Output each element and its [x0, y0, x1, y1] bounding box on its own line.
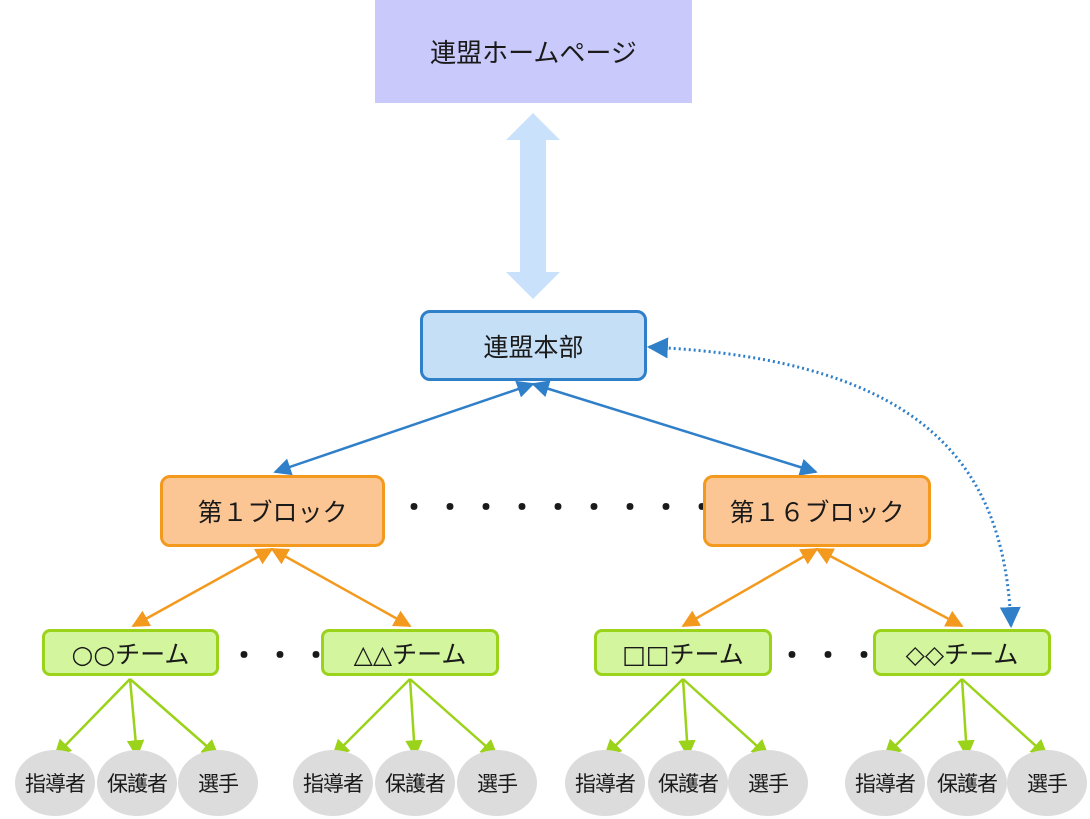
headquarters-node: 連盟本部 [420, 310, 647, 381]
block1-team2-arrow [270, 547, 412, 628]
member-node: 指導者 [565, 750, 645, 816]
headquarters-label: 連盟本部 [483, 332, 584, 362]
block-16-node: 第１６ブロック [703, 475, 931, 547]
homepage-node: 連盟ホームページ [375, 0, 692, 103]
hq-block1-arrow [273, 380, 535, 476]
homepage-hq-double-arrow [506, 113, 560, 299]
block16-team3-arrow [681, 547, 819, 628]
block-16-label: 第１６ブロック [729, 498, 905, 527]
hq-team4-dotted-arrow [646, 337, 1021, 629]
team4-member1-arrow [883, 678, 963, 758]
team3-member2-arrow [678, 678, 696, 758]
team-1-label: ○○チーム [71, 639, 190, 669]
team4-member2-arrow [957, 678, 975, 758]
team-3-node: □□チーム [594, 629, 772, 676]
member-node: 保護者 [648, 750, 728, 816]
member-node: 選手 [178, 750, 258, 816]
block-1-label: 第１ブロック [197, 498, 348, 527]
team-2-node: △△チーム [321, 629, 499, 676]
team-2-label: △△チーム [353, 639, 467, 669]
member-node: 保護者 [97, 750, 177, 816]
member-node: 保護者 [375, 750, 455, 816]
team1-member1-arrow [53, 678, 131, 758]
team3-member3-arrow [682, 678, 770, 758]
block-1-node: 第１ブロック [160, 475, 385, 547]
team1-member3-arrow [129, 678, 220, 758]
member-node: 選手 [1007, 750, 1087, 816]
homepage-label: 連盟ホームページ [430, 39, 637, 69]
member-node: 指導者 [293, 750, 373, 816]
team-4-label: ◇◇チーム [905, 639, 1019, 669]
team-4-node: ◇◇チーム [873, 629, 1051, 676]
team-1-node: ○○チーム [42, 629, 219, 676]
member-node: 指導者 [845, 750, 925, 816]
team4-member3-arrow [961, 678, 1049, 758]
team2-member3-arrow [409, 678, 499, 758]
member-node: 指導者 [15, 750, 95, 816]
team-3-label: □□チーム [622, 639, 744, 669]
hq-block16-arrow [531, 380, 818, 476]
block16-team4-arrow [815, 547, 964, 628]
team2-member1-arrow [331, 678, 411, 758]
member-node: 選手 [457, 750, 537, 816]
member-node: 選手 [728, 750, 808, 816]
block1-team1-arrow [131, 547, 274, 628]
team1-member2-arrow [126, 678, 145, 758]
team3-member1-arrow [603, 678, 684, 758]
member-node: 保護者 [927, 750, 1007, 816]
team2-member2-arrow [405, 678, 423, 758]
